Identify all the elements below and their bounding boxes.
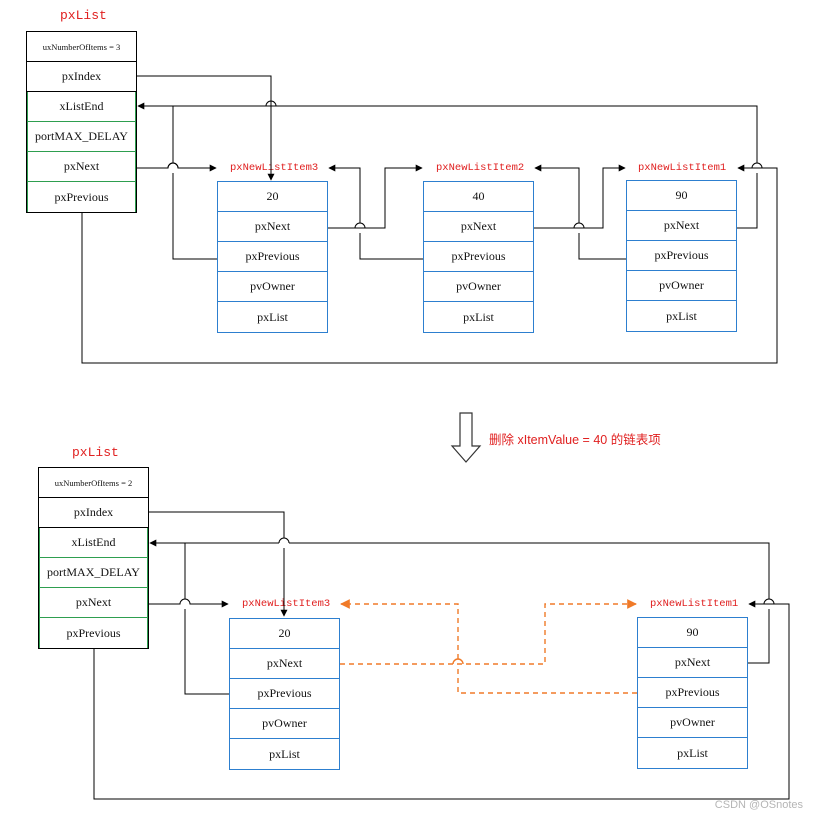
down-arrow-icon — [450, 412, 482, 463]
top-list-struct: uxNumberOfItems = 3 pxIndex xListEnd por… — [26, 31, 137, 213]
item-pvowner: pvOwner — [638, 708, 747, 738]
item-value: 20 — [218, 182, 327, 212]
item-pxlist: pxList — [666, 308, 697, 323]
bottom-list-struct: uxNumberOfItems = 2 pxIndex xListEnd por… — [38, 467, 149, 649]
list-portmax-delay: portMAX_DELAY — [27, 122, 136, 152]
item-pvowner: pvOwner — [424, 272, 533, 302]
list-pxprevious: pxPrevious — [39, 618, 148, 648]
item-pxnext: pxNext — [627, 211, 736, 241]
top-list-next-link — [137, 162, 217, 172]
bottom-item3-prev-link — [150, 543, 229, 695]
item-value: 20 — [230, 619, 339, 649]
bottom-list-title: pxList — [72, 445, 119, 460]
list-xlistend: xListEnd — [39, 528, 148, 558]
item-pxlist: pxList — [269, 746, 300, 761]
top-item2-next-link — [534, 164, 626, 229]
item-pxnext: pxNext — [230, 649, 339, 679]
item-value: 90 — [627, 181, 736, 211]
item-pxprevious: pxPrevious — [627, 241, 736, 271]
bottom-item3-node: 20 pxNext pxPrevious pvOwner pxList — [229, 618, 340, 770]
top-item1-prev-link — [535, 168, 626, 260]
item-pxprevious: pxPrevious — [218, 242, 327, 272]
top-item3-prev-link — [138, 106, 217, 260]
top-item2-prev-link — [329, 168, 423, 260]
item-pxprevious: pxPrevious — [424, 242, 533, 272]
top-item1-node: 90 pxNext pxPrevious pvOwner pxList — [626, 180, 737, 332]
item-pvowner: pvOwner — [218, 272, 327, 302]
list-xlistend: xListEnd — [27, 92, 136, 122]
bottom-list-next-link — [149, 598, 229, 608]
list-pxprevious: pxPrevious — [27, 182, 136, 212]
item-pxnext: pxNext — [218, 212, 327, 242]
top-list-title: pxList — [60, 8, 107, 23]
item-pxnext: pxNext — [424, 212, 533, 242]
top-item2-title: pxNewListItem2 — [436, 162, 525, 174]
list-portmax-delay: portMAX_DELAY — [39, 558, 148, 588]
bottom-item1-node: 90 pxNext pxPrevious pvOwner pxList — [637, 617, 748, 769]
bottom-item3-title: pxNewListItem3 — [242, 598, 331, 610]
top-item3-node: 20 pxNext pxPrevious pvOwner pxList — [217, 181, 328, 333]
list-item-count: uxNumberOfItems = 3 — [27, 32, 136, 62]
item-pvowner: pvOwner — [230, 709, 339, 739]
item-pxlist: pxList — [257, 309, 288, 324]
relinked-next — [340, 599, 637, 665]
item-value: 90 — [638, 618, 747, 648]
list-pxindex: pxIndex — [27, 62, 136, 92]
item-value: 40 — [424, 182, 533, 212]
item-pxlist: pxList — [677, 745, 708, 760]
delete-caption: 删除 xItemValue = 40 的链表项 — [489, 433, 661, 447]
relinked-prev — [341, 604, 637, 694]
list-item-count: uxNumberOfItems = 2 — [39, 468, 148, 498]
item-pvowner: pvOwner — [627, 271, 736, 301]
item-pxprevious: pxPrevious — [638, 678, 747, 708]
item-pxlist: pxList — [463, 309, 494, 324]
watermark: CSDN @OSnotes — [714, 799, 803, 811]
top-item1-title: pxNewListItem1 — [638, 162, 727, 174]
top-item3-title: pxNewListItem3 — [230, 162, 319, 174]
top-item2-node: 40 pxNext pxPrevious pvOwner pxList — [423, 181, 534, 333]
list-pxnext: pxNext — [39, 588, 148, 618]
item-pxprevious: pxPrevious — [230, 679, 339, 709]
top-item3-next-link — [328, 164, 423, 229]
list-pxnext: pxNext — [27, 152, 136, 182]
list-pxindex: pxIndex — [39, 498, 148, 528]
item-pxnext: pxNext — [638, 648, 747, 678]
bottom-item1-title: pxNewListItem1 — [650, 598, 739, 610]
